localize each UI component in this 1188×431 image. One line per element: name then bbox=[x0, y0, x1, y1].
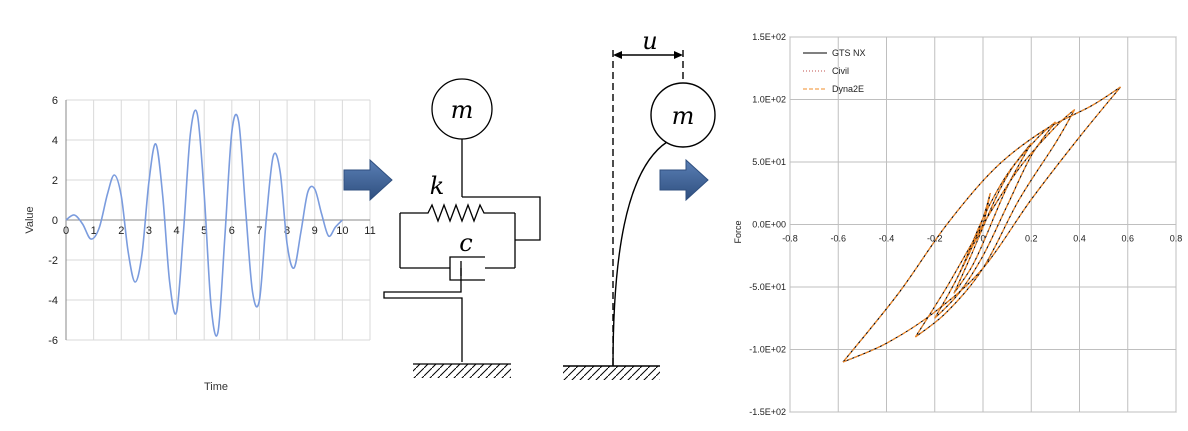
hysteresis-branch-gts-nx bbox=[914, 109, 1076, 338]
x-tick-label: 0 bbox=[980, 234, 985, 244]
x-tick-label: 10 bbox=[336, 225, 348, 237]
hysteresis-branch-civil bbox=[953, 142, 1032, 294]
time-chart-ylabel: Value bbox=[24, 206, 36, 233]
y-tick-label: 0 bbox=[52, 215, 58, 227]
x-tick-label: 1 bbox=[91, 225, 97, 237]
x-tick-label: 0.4 bbox=[1073, 234, 1086, 244]
hysteresis-tick-labels: -0.8 -0.6 -0.4 -0.2 0 0.2 0.4 0.6 0.8 1.5E+02 1.0E… bbox=[749, 32, 1182, 417]
y-tick-label: 6 bbox=[52, 95, 58, 107]
y-tick-label: -5.0E+01 bbox=[749, 282, 786, 292]
time-chart-xlabel: Time bbox=[204, 381, 228, 393]
time-history-chart: 0 1 2 3 4 5 6 7 8 9 10 11 -6 -4 -2 0 2 4 6 Time Value bbox=[24, 95, 376, 393]
hysteresis-branch-dyna2e bbox=[953, 142, 1032, 294]
hysteresis-branch-civil bbox=[914, 109, 1076, 338]
y-tick-label: -4 bbox=[48, 295, 58, 307]
spring bbox=[400, 203, 515, 223]
mass-symbol-deflected: m bbox=[672, 102, 695, 130]
right-arrow-icon-2 bbox=[659, 158, 709, 202]
x-tick-label: 0.8 bbox=[1170, 234, 1183, 244]
y-tick-label: 1.0E+02 bbox=[752, 95, 786, 105]
time-chart-tick-labels: 0 1 2 3 4 5 6 7 8 9 10 11 -6 -4 -2 0 2 4 6 bbox=[48, 95, 375, 347]
cantilever-diagram bbox=[563, 50, 716, 380]
x-tick-label: 2 bbox=[118, 225, 124, 237]
y-tick-label: -2 bbox=[48, 255, 58, 267]
x-tick-label: -0.2 bbox=[927, 234, 943, 244]
x-tick-label: -0.8 bbox=[782, 234, 798, 244]
y-tick-label: -1.5E+02 bbox=[749, 407, 786, 417]
hysteresis-branch-civil bbox=[934, 121, 1056, 319]
time-chart-grid bbox=[65, 99, 371, 341]
damper bbox=[449, 256, 485, 281]
hysteresis-branch-dyna2e bbox=[842, 86, 1121, 363]
displacement-symbol: u bbox=[642, 27, 657, 55]
hysteresis-branch-dyna2e bbox=[953, 142, 1032, 294]
x-tick-label: 0 bbox=[63, 225, 69, 237]
hysteresis-branch-civil bbox=[915, 109, 1076, 338]
x-tick-label: 5 bbox=[201, 225, 207, 237]
mass-symbol: m bbox=[451, 96, 474, 124]
y-tick-label: -6 bbox=[48, 335, 58, 347]
legend: GTS NX Civil Dyna2E bbox=[803, 48, 866, 94]
hysteresis-ylabel: Force bbox=[733, 220, 743, 243]
x-tick-label: 6 bbox=[229, 225, 235, 237]
legend-dyna2e: Dyna2E bbox=[832, 84, 864, 94]
hysteresis-branch-gts-nx bbox=[953, 142, 1032, 294]
sdof-model-diagram bbox=[383, 78, 541, 378]
x-tick-label: 0.2 bbox=[1025, 234, 1038, 244]
hysteresis-loops bbox=[842, 86, 1121, 363]
spring-symbol: k bbox=[430, 172, 445, 200]
ground-hatch-2 bbox=[563, 366, 660, 380]
hysteresis-branch-dyna2e bbox=[914, 109, 1076, 338]
x-tick-label: -0.4 bbox=[879, 234, 895, 244]
hysteresis-branch-civil bbox=[934, 121, 1056, 319]
hysteresis-grid bbox=[789, 36, 1177, 413]
ground-hatch bbox=[413, 364, 511, 378]
hysteresis-branch-dyna2e bbox=[934, 121, 1056, 319]
x-tick-label: -0.6 bbox=[830, 234, 846, 244]
hysteresis-branch-civil bbox=[953, 142, 1032, 294]
hysteresis-branch-dyna2e bbox=[915, 109, 1076, 338]
y-tick-label: 4 bbox=[52, 135, 58, 147]
y-tick-label: 1.5E+02 bbox=[752, 32, 786, 42]
x-tick-label: 9 bbox=[312, 225, 318, 237]
damper-symbol: c bbox=[459, 229, 472, 257]
legend-gtsnx: GTS NX bbox=[832, 48, 866, 58]
x-tick-label: 8 bbox=[284, 225, 290, 237]
hysteresis-branch-gts-nx bbox=[953, 142, 1032, 294]
hysteresis-branch-gts-nx bbox=[934, 121, 1056, 319]
legend-civil: Civil bbox=[832, 66, 849, 76]
hysteresis-branch-dyna2e bbox=[934, 121, 1056, 319]
mass-circle-deflected bbox=[650, 82, 716, 148]
deflected-column bbox=[612, 141, 668, 367]
x-tick-label: 0.6 bbox=[1121, 234, 1134, 244]
hysteresis-branch-gts-nx bbox=[934, 121, 1056, 319]
x-tick-label: 3 bbox=[146, 225, 152, 237]
x-tick-label: 11 bbox=[364, 225, 375, 237]
hysteresis-branch-gts-nx bbox=[915, 109, 1076, 338]
x-tick-label: 7 bbox=[256, 225, 262, 237]
hysteresis-branch-dyna2e bbox=[842, 86, 1121, 363]
y-tick-label: 2 bbox=[52, 175, 58, 187]
y-tick-label: -1.0E+02 bbox=[749, 345, 786, 355]
x-tick-label: 4 bbox=[173, 225, 179, 237]
y-tick-label: 5.0E+01 bbox=[752, 157, 786, 167]
right-arrow-icon bbox=[343, 158, 393, 202]
time-chart-axes bbox=[65, 100, 370, 340]
time-series-line bbox=[65, 109, 343, 337]
hysteresis-chart: -0.8 -0.6 -0.4 -0.2 0 0.2 0.4 0.6 0.8 1.5E+02 1.0E… bbox=[733, 32, 1182, 417]
y-tick-label: 0.0E+00 bbox=[752, 220, 786, 230]
